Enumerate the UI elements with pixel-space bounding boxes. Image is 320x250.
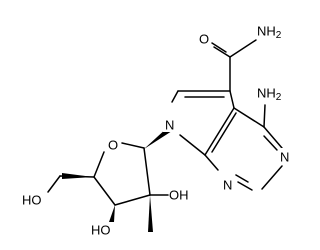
bond-c7a-c4a-inner — [211, 112, 237, 153]
bond-n7-c7a — [179, 134, 206, 156]
bond-o4-c4p — [93, 151, 105, 178]
bond-c4-n3-outer — [263, 126, 283, 149]
atom-ho-c5: HO — [22, 193, 42, 208]
bond-c4-amino — [263, 104, 266, 128]
bond-camide-o-outer — [213, 46, 231, 58]
wedge-c4-c5 — [62, 173, 93, 179]
wedge-c3-oh — [109, 205, 115, 222]
stereo-wedges — [62, 127, 172, 232]
bond-c4-c3 — [93, 176, 116, 206]
bond-c5p-o5 — [47, 175, 61, 193]
bond-c8-n7 — [171, 90, 179, 103]
bond-c4-n3-inner — [263, 135, 278, 151]
bond-camide-n — [229, 39, 257, 58]
bond-n1-c7a — [204, 154, 219, 171]
atom-n1: N — [223, 178, 232, 193]
atom-amide-oxygen: O — [199, 32, 209, 47]
atom-oh-c2: OH — [169, 188, 189, 203]
wedge-c1-n — [144, 127, 172, 149]
bond-c7a-c4a — [204, 107, 235, 156]
wedge-c2-methyl — [148, 195, 153, 232]
atom-n-pyrrole: N — [165, 118, 174, 133]
bond-camide-o-inner — [211, 42, 227, 53]
atom-n3: N — [280, 150, 289, 165]
bond-c1-c2 — [143, 147, 151, 196]
bond-c1-o4 — [121, 142, 145, 149]
atom-amino: NH2 — [257, 86, 282, 103]
bond-c5-c4a — [229, 90, 235, 109]
bond-c2-n1-inner — [237, 181, 253, 191]
bond-c4a-c4 — [233, 107, 265, 128]
bond-n3-c2 — [261, 165, 283, 190]
atom-ho-c3: HO — [91, 223, 111, 238]
bond-c2-n1-outer — [235, 174, 249, 183]
atom-amide-nh2: NH2 — [257, 24, 282, 41]
bond-c2-c3 — [114, 194, 151, 206]
atom-ring-oxygen: O — [108, 138, 118, 153]
bonds — [47, 39, 283, 206]
atom-labels: N N N NH2 O NH2 O OH HO HO — [22, 24, 292, 238]
